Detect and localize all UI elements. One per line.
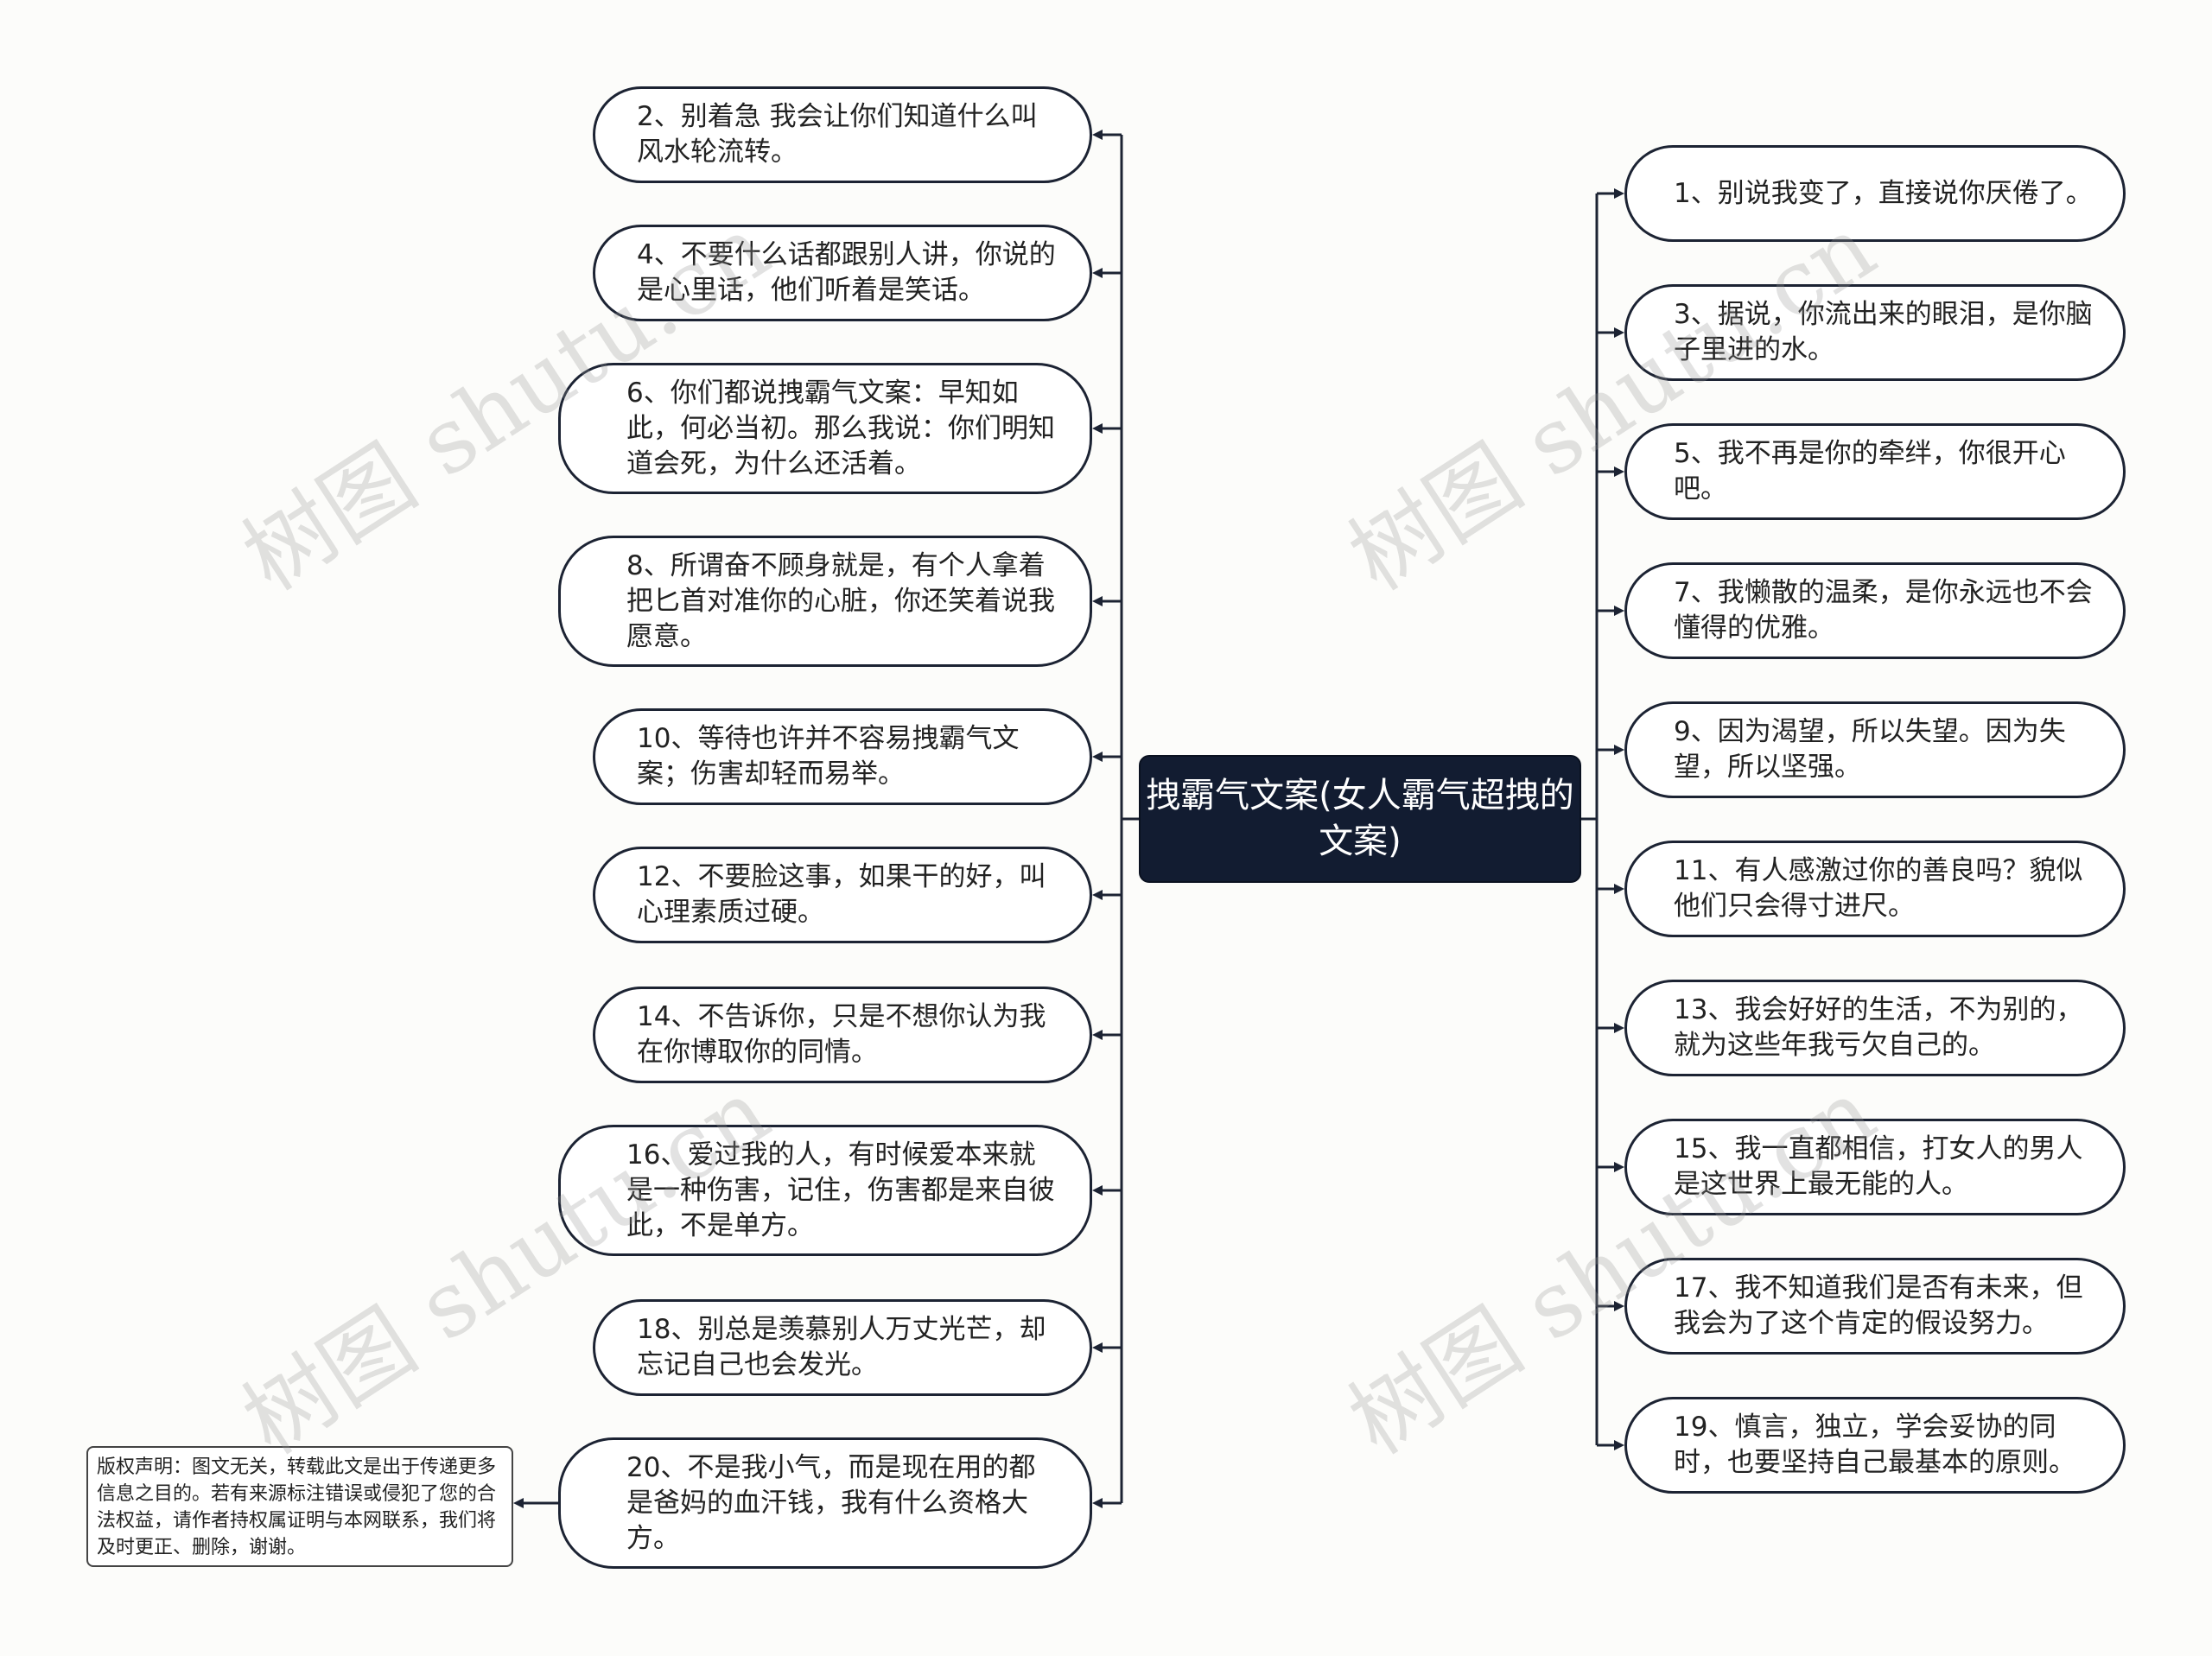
arrow-head-icon	[1614, 1440, 1624, 1450]
left-topic-20[interactable]: 20、不是我小气，而是现在用的都是爸妈的血汗钱，我有什么资格大方。	[558, 1437, 1092, 1569]
right-topic-3[interactable]: 3、据说，你流出来的眼泪，是你脑子里进的水。	[1624, 284, 2126, 381]
topic-label: 9、因为渴望，所以失望。因为失望，所以坚强。	[1674, 716, 2066, 783]
right-topic-11[interactable]: 11、有人感激过你的善良吗？貌似他们只会得寸进尺。	[1624, 841, 2126, 937]
topic-label: 4、不要什么话都跟别人讲，你说的是心里话，他们听着是笑话。	[637, 239, 1056, 306]
arrow-head-icon	[1092, 130, 1103, 140]
right-topic-5[interactable]: 5、我不再是你的牵绊，你很开心吧。	[1624, 423, 2126, 520]
arrow-head-icon	[1092, 1342, 1103, 1353]
topic-label: 13、我会好好的生活，不为别的，就为这些年我亏欠自己的。	[1674, 994, 2083, 1061]
arrow-head-icon	[1614, 1023, 1624, 1033]
left-topic-2[interactable]: 2、别着急 我会让你们知道什么叫风水轮流转。	[593, 86, 1092, 183]
root-topic-label: 拽霸气文案(女人霸气超拽的文案)	[1146, 776, 1574, 861]
right-topic-1[interactable]: 1、别说我变了，直接说你厌倦了。	[1624, 145, 2126, 242]
arrow-head-icon	[1092, 1185, 1103, 1196]
arrow-head-icon	[1614, 327, 1624, 338]
arrow-head-icon	[1614, 1162, 1624, 1172]
topic-label: 11、有人感激过你的善良吗？貌似他们只会得寸进尺。	[1674, 855, 2083, 922]
arrow-head-icon	[1614, 884, 1624, 894]
topic-label: 2、别着急 我会让你们知道什么叫风水轮流转。	[637, 101, 1038, 168]
arrow-head-icon	[1092, 423, 1103, 434]
arrow-head-icon	[1614, 1301, 1624, 1311]
topic-label: 3、据说，你流出来的眼泪，是你脑子里进的水。	[1674, 299, 2093, 365]
arrow-head-icon	[513, 1498, 524, 1508]
left-topic-12[interactable]: 12、不要脸这事，如果干的好，叫心理素质过硬。	[593, 847, 1092, 943]
topic-label: 15、我一直都相信，打女人的男人是这世界上最无能的人。	[1674, 1133, 2083, 1200]
topic-label: 1、别说我变了，直接说你厌倦了。	[1674, 177, 2093, 209]
arrow-head-icon	[1614, 606, 1624, 616]
right-topic-17[interactable]: 17、我不知道我们是否有未来，但我会为了这个肯定的假设努力。	[1624, 1258, 2126, 1355]
arrow-head-icon	[1092, 890, 1103, 900]
topic-label: 5、我不再是你的牵绊，你很开心吧。	[1674, 438, 2066, 504]
root-topic[interactable]: 拽霸气文案(女人霸气超拽的文案)	[1139, 755, 1581, 883]
left-topic-14[interactable]: 14、不告诉你，只是不想你认为我在你博取你的同情。	[593, 987, 1092, 1083]
topic-label: 12、不要脸这事，如果干的好，叫心理素质过硬。	[637, 861, 1046, 928]
arrow-head-icon	[1614, 745, 1624, 755]
left-topic-4[interactable]: 4、不要什么话都跟别人讲，你说的是心里话，他们听着是笑话。	[593, 225, 1092, 321]
arrow-head-icon	[1614, 188, 1624, 199]
right-topic-13[interactable]: 13、我会好好的生活，不为别的，就为这些年我亏欠自己的。	[1624, 980, 2126, 1076]
topic-label: 17、我不知道我们是否有未来，但我会为了这个肯定的假设努力。	[1674, 1272, 2083, 1339]
arrow-head-icon	[1092, 268, 1103, 278]
arrow-head-icon	[1092, 752, 1103, 762]
topic-label: 10、等待也许并不容易拽霸气文案；伤害却轻而易举。	[637, 723, 1020, 790]
topic-label: 19、慎言，独立，学会妥协的同时，也要坚持自己最基本的原则。	[1674, 1412, 2075, 1478]
copyright-note: 版权声明：图文无关，转载此文是出于传递更多信息之目的。若有来源标注错误或侵犯了您…	[86, 1446, 513, 1567]
left-topic-8[interactable]: 8、所谓奋不顾身就是，有个人拿着把匕首对准你的心脏，你还笑着说我愿意。	[558, 536, 1092, 667]
right-topic-9[interactable]: 9、因为渴望，所以失望。因为失望，所以坚强。	[1624, 701, 2126, 798]
left-topic-6[interactable]: 6、你们都说拽霸气文案：早知如此，何必当初。那么我说：你们明知道会死，为什么还活…	[558, 363, 1092, 494]
left-topic-10[interactable]: 10、等待也许并不容易拽霸气文案；伤害却轻而易举。	[593, 708, 1092, 805]
right-topic-19[interactable]: 19、慎言，独立，学会妥协的同时，也要坚持自己最基本的原则。	[1624, 1397, 2126, 1494]
topic-label: 18、别总是羡慕别人万丈光芒，却忘记自己也会发光。	[637, 1314, 1046, 1380]
topic-label: 8、所谓奋不顾身就是，有个人拿着把匕首对准你的心脏，你还笑着说我愿意。	[626, 549, 1055, 652]
copyright-note-text: 版权声明：图文无关，转载此文是出于传递更多信息之目的。若有来源标注错误或侵犯了您…	[97, 1456, 497, 1558]
topic-label: 14、不告诉你，只是不想你认为我在你博取你的同情。	[637, 1001, 1046, 1068]
topic-label: 20、不是我小气，而是现在用的都是爸妈的血汗钱，我有什么资格大方。	[626, 1451, 1036, 1554]
arrow-head-icon	[1092, 1498, 1103, 1508]
left-topic-16[interactable]: 16、爱过我的人，有时候爱本来就是一种伤害，记住，伤害都是来自彼此，不是单方。	[558, 1125, 1092, 1256]
right-topic-15[interactable]: 15、我一直都相信，打女人的男人是这世界上最无能的人。	[1624, 1119, 2126, 1215]
right-topic-7[interactable]: 7、我懒散的温柔，是你永远也不会懂得的优雅。	[1624, 562, 2126, 659]
left-topic-18[interactable]: 18、别总是羡慕别人万丈光芒，却忘记自己也会发光。	[593, 1299, 1092, 1396]
arrow-head-icon	[1614, 466, 1624, 477]
arrow-head-icon	[1092, 596, 1103, 606]
arrow-head-icon	[1092, 1030, 1103, 1040]
topic-label: 16、爱过我的人，有时候爱本来就是一种伤害，记住，伤害都是来自彼此，不是单方。	[626, 1139, 1055, 1241]
topic-label: 6、你们都说拽霸气文案：早知如此，何必当初。那么我说：你们明知道会死，为什么还活…	[626, 377, 1055, 479]
topic-label: 7、我懒散的温柔，是你永远也不会懂得的优雅。	[1674, 577, 2093, 644]
